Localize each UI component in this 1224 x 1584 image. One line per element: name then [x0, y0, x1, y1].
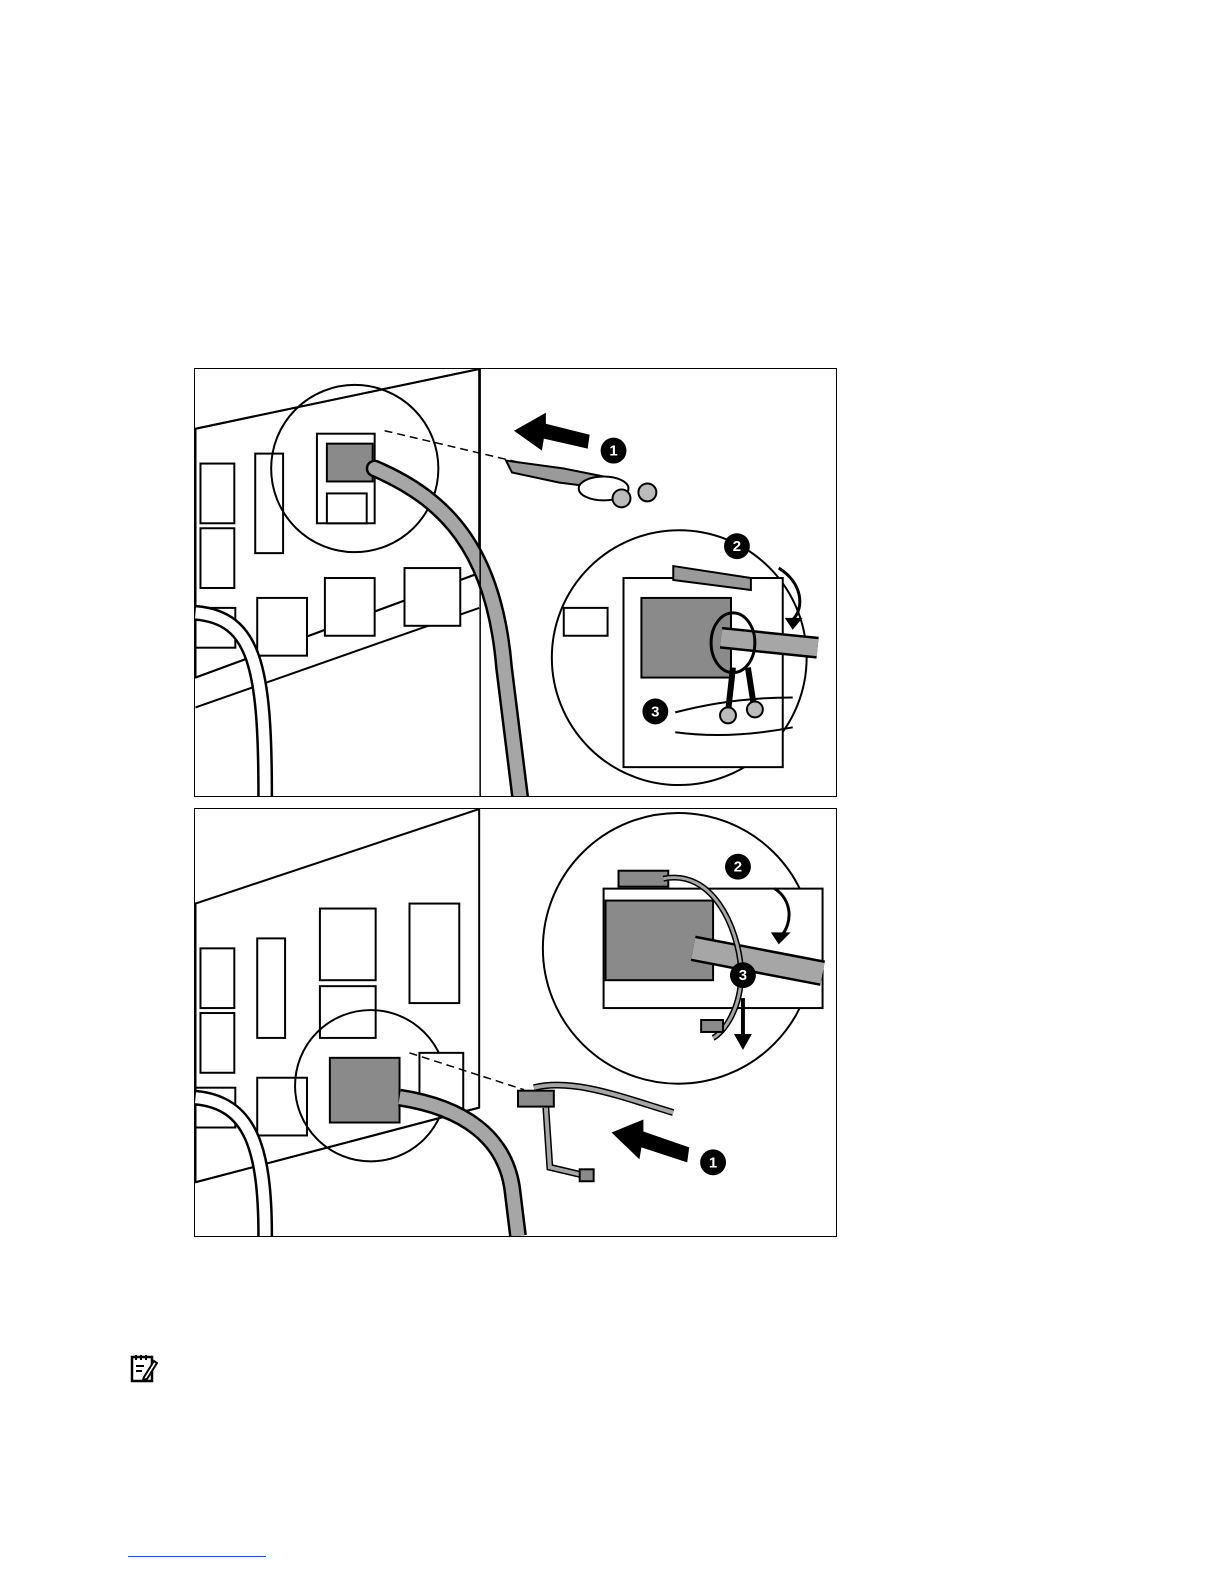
- callout-1: 1: [601, 438, 627, 464]
- detail-circle-large: [543, 813, 823, 1084]
- arrow-left-icon: [514, 413, 590, 451]
- figure-panel-top: 1 2 3: [194, 368, 837, 797]
- retention-clip: [506, 461, 656, 508]
- svg-text:2: 2: [733, 538, 741, 555]
- svg-text:3: 3: [651, 703, 659, 720]
- figure-panel-bottom: 1 2 3: [194, 808, 837, 1237]
- callout-3: 3: [642, 698, 668, 724]
- note-pencil-icon: [130, 1353, 158, 1383]
- pdu-chassis: [195, 369, 479, 707]
- power-cord-clip-illustration: 1 2 3: [195, 369, 836, 796]
- svg-text:3: 3: [739, 967, 747, 984]
- svg-text:2: 2: [734, 859, 742, 876]
- callout-1: 1: [700, 1149, 726, 1175]
- cable-tie: [518, 1085, 673, 1181]
- callout-2: 2: [725, 854, 751, 880]
- arrow-left-icon: [612, 1120, 690, 1163]
- callout-2: 2: [724, 533, 750, 559]
- power-cord-tie-illustration: 1 2 3: [195, 809, 836, 1236]
- svg-text:1: 1: [709, 1154, 717, 1171]
- footer-link-underline: [128, 1556, 266, 1557]
- callout-3: 3: [730, 962, 756, 988]
- svg-text:1: 1: [609, 443, 617, 460]
- detail-circle-large: [552, 530, 818, 785]
